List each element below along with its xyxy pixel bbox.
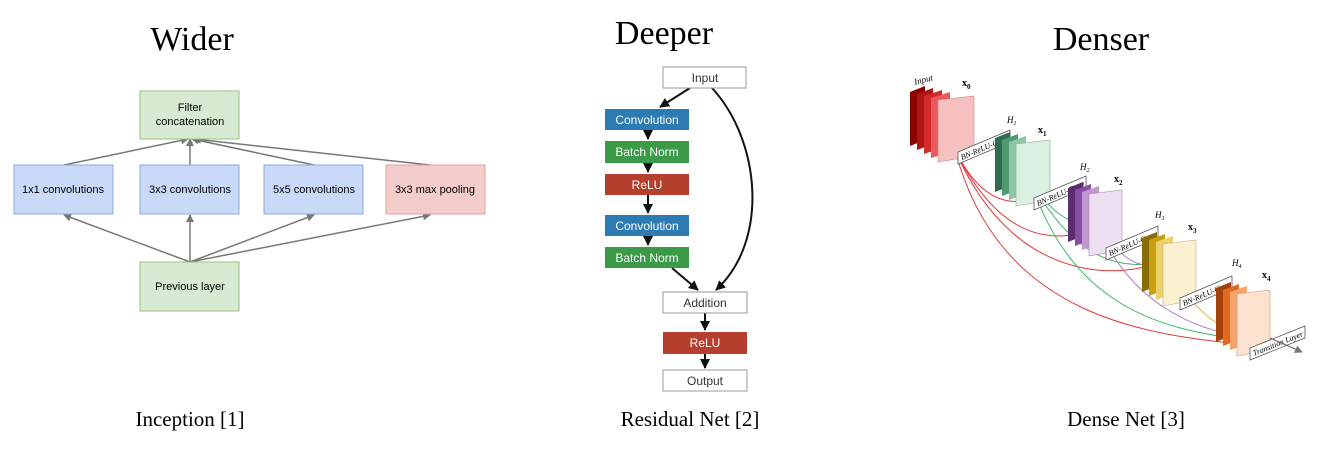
inception-arrow bbox=[189, 212, 431, 263]
res-relu1-box bbox=[605, 174, 689, 195]
dense-connection-red bbox=[954, 149, 1151, 272]
transition-layer-box bbox=[1249, 325, 1306, 361]
dense-x3-label: x3 bbox=[1188, 222, 1197, 235]
inception-arrow bbox=[191, 136, 315, 166]
dense-x2-label: x2 bbox=[1114, 174, 1123, 187]
dense-block-x0 bbox=[910, 86, 975, 163]
res-input-label: Input bbox=[692, 71, 719, 85]
conv5x5-box bbox=[263, 164, 364, 215]
transition-arrow bbox=[1269, 337, 1303, 353]
dense-block-x3 bbox=[1142, 232, 1197, 307]
res-relu2-label: ReLU bbox=[690, 336, 721, 350]
dense-x0-label: x0 bbox=[962, 78, 971, 91]
previous-layer-label: Previous layer bbox=[155, 281, 225, 293]
dense-block-x1 bbox=[995, 132, 1051, 207]
res-output-label: Output bbox=[687, 374, 724, 388]
residual-arrow bbox=[671, 267, 699, 291]
res-bn1-box bbox=[605, 141, 689, 163]
res-bn2-label: Batch Norm bbox=[615, 251, 678, 265]
dense-input-label: Input bbox=[912, 72, 934, 87]
residual-arrow bbox=[659, 87, 691, 108]
filter-concat-label: Filter bbox=[178, 102, 203, 114]
dense-block-x2 bbox=[1068, 182, 1123, 257]
res-bn1-label: Batch Norm bbox=[615, 145, 678, 159]
dense-connection-green bbox=[1029, 179, 1251, 341]
dense-block-x4 bbox=[1216, 282, 1271, 357]
dense-x4-label: x4 bbox=[1262, 270, 1271, 283]
res-relu2-box bbox=[663, 332, 747, 354]
res-conv1-label: Convolution bbox=[615, 113, 678, 127]
caption-dense: Dense Net [3] bbox=[1067, 407, 1185, 431]
dense-h2-label: H2 bbox=[1079, 162, 1090, 174]
maxpool-label: 3x3 max pooling bbox=[395, 184, 475, 196]
inception-arrow bbox=[189, 213, 315, 263]
res-relu1-label: ReLU bbox=[632, 178, 663, 192]
inception-arrow bbox=[63, 213, 191, 263]
res-conv2-label: Convolution bbox=[615, 219, 678, 233]
densenet-diagram: Input x0 BN-ReLU-Conv H1 x1 BN-ReLU-Conv… bbox=[910, 72, 1306, 361]
previous-layer-box bbox=[139, 261, 240, 312]
conv3x3-label: 3x3 convolutions bbox=[149, 184, 231, 196]
dense-x1-label: x1 bbox=[1038, 125, 1047, 138]
heading-deeper: Deeper bbox=[615, 15, 714, 52]
dense-h3-label: H3 bbox=[1154, 210, 1165, 222]
conv1x1-box bbox=[13, 164, 114, 215]
dense-h1-label: H1 bbox=[1006, 115, 1017, 127]
filter-concat-box bbox=[139, 90, 240, 140]
res-conv1-box bbox=[605, 109, 689, 130]
residual-diagram: Input Convolution Batch Norm ReLU Convol… bbox=[605, 66, 754, 392]
res-addition-label: Addition bbox=[683, 296, 726, 310]
dense-h4-label: H4 bbox=[1231, 258, 1242, 270]
filter-concat-label: concatenation bbox=[156, 116, 225, 128]
res-addition-box bbox=[662, 291, 748, 314]
dense-connection-red bbox=[954, 149, 1251, 346]
heading-wider: Wider bbox=[150, 21, 234, 58]
conv5x5-label: 5x5 convolutions bbox=[273, 184, 355, 196]
conv3x3-box bbox=[139, 164, 240, 215]
inception-arrow bbox=[63, 136, 189, 166]
residual-skip-connection bbox=[711, 87, 754, 291]
conv1x1-label: 1x1 convolutions bbox=[22, 184, 104, 196]
inception-arrow bbox=[193, 135, 431, 166]
res-output-box bbox=[662, 369, 748, 392]
res-bn2-box bbox=[605, 247, 689, 268]
res-conv2-box bbox=[605, 215, 689, 236]
heading-denser: Denser bbox=[1053, 21, 1150, 58]
inception-diagram: Filter concatenation 1x1 convolutions 3x… bbox=[13, 90, 486, 312]
caption-inception: Inception [1] bbox=[135, 407, 244, 431]
maxpool-box bbox=[385, 164, 486, 215]
caption-residual: Residual Net [2] bbox=[621, 407, 760, 431]
res-input-box bbox=[662, 66, 747, 89]
